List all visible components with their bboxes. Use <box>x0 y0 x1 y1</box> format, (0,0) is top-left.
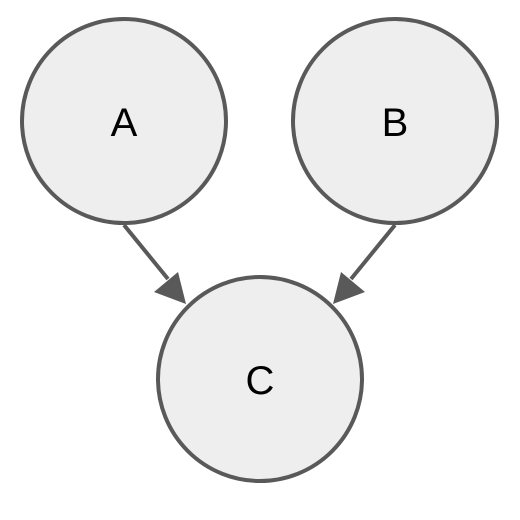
arrowhead-icon <box>154 272 186 304</box>
edge-a-to-c <box>122 223 186 304</box>
node-a: A <box>20 17 228 225</box>
edges <box>122 223 397 304</box>
node-c: C <box>156 275 364 483</box>
node-b-label: B <box>382 101 409 145</box>
node-c-label: C <box>246 359 275 403</box>
node-b: B <box>291 17 499 225</box>
node-a-circle <box>20 17 228 225</box>
node-c-circle <box>156 275 364 483</box>
node-a-label: A <box>111 101 138 145</box>
edge-b-to-c <box>333 223 397 304</box>
node-b-circle <box>291 17 499 225</box>
arrowhead-icon <box>333 272 365 304</box>
